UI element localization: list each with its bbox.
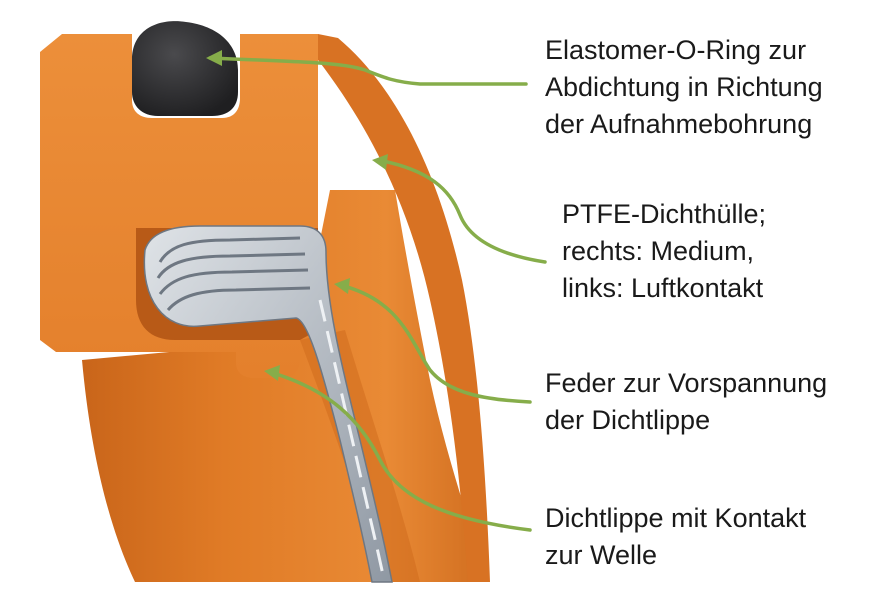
leader-spring — [338, 283, 532, 404]
callout-sealing-lip: Dichtlippe mit Kontakt zur Welle — [545, 500, 806, 574]
seal-outer-face — [318, 34, 490, 582]
leader-o-ring — [208, 56, 528, 86]
callout-lip-line-1: Dichtlippe mit Kontakt — [545, 503, 807, 533]
callout-spring-line-2: der Dichtlippe — [545, 405, 711, 435]
callout-spring: Feder zur Vorspannung der Dichtlippe — [545, 365, 827, 439]
leader-ptfe — [376, 158, 547, 264]
callout-spring-line-1: Feder zur Vorspannung — [545, 368, 828, 398]
callout-ptfe-line-1: PTFE-Dichthülle; — [562, 199, 767, 229]
callout-ptfe-line-2: rechts: Medium, — [562, 236, 755, 266]
callout-lip-line-2: zur Welle — [545, 540, 658, 570]
callout-o-ring-line-2: Abdichtung in Richtung — [545, 72, 823, 102]
o-ring-cross-section-icon — [132, 21, 238, 117]
callout-o-ring: Elastomer-O-Ring zur Abdichtung in Richt… — [545, 32, 823, 143]
callout-ptfe-jacket: PTFE-Dichthülle; rechts: Medium, links: … — [562, 196, 766, 307]
leader-arrowheads — [206, 50, 388, 381]
callout-leader-lines — [208, 56, 547, 532]
v-spring-coil-icon — [143, 225, 393, 583]
callout-o-ring-line-3: der Aufnahmebohrung — [545, 109, 813, 139]
leader-lip — [268, 370, 532, 532]
callout-o-ring-line-1: Elastomer-O-Ring zur — [545, 35, 807, 65]
callout-ptfe-line-3: links: Luftkontakt — [562, 273, 764, 303]
